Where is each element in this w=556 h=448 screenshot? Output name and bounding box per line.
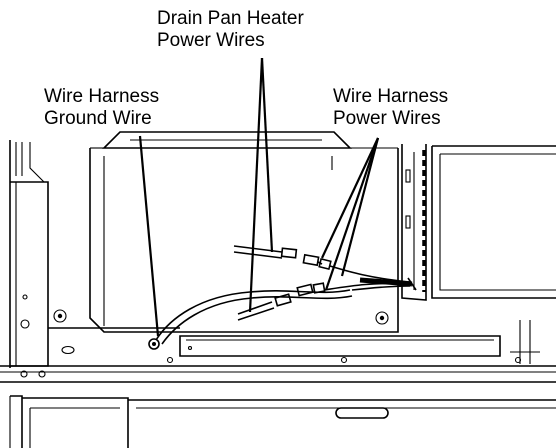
label-line: Ground Wire [44,108,152,129]
base-plate [0,309,556,383]
left-cabinet-wall [9,140,49,368]
label-line: Wire Harness [44,86,160,107]
wire-harness-power-wires-label: Wire Harness Power Wires [333,86,448,130]
label-line: Power Wires [333,108,441,129]
drain-pan-heater-wires [233,245,298,321]
label-line: Drain Pan Heater [157,8,304,29]
label-line: Wire Harness [333,86,449,107]
leader-lines [138,57,380,337]
label-line: Power Wires [157,30,265,51]
front-door [9,395,556,448]
drain-pan [89,131,399,333]
right-control-panel [401,144,556,301]
drain-pan-heater-power-wires-label: Drain Pan Heater Power Wires [157,8,304,52]
harness-power-wires [296,253,417,297]
wire-harness-ground-wire-label: Wire Harness Ground Wire [44,86,159,130]
